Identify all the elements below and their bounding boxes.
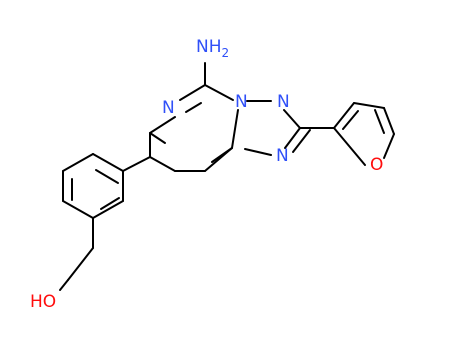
bond-line [283, 109, 301, 129]
bond-line [231, 109, 239, 149]
atom-labels: NH2 N N N N O HO [30, 37, 383, 312]
bond-line [179, 84, 206, 101]
bond-line [204, 84, 234, 101]
bond-line [333, 127, 366, 166]
hydroxyl-label: HO [30, 292, 56, 312]
bond-line [383, 133, 395, 159]
pyrimidine-n-label: N [162, 98, 175, 118]
bond-line [149, 116, 176, 134]
bond-line [383, 107, 395, 135]
bond-line [353, 102, 385, 109]
bond-line [100, 197, 120, 210]
bond-line [284, 127, 301, 149]
furan-o-label: O [370, 155, 383, 175]
triazole-bottom-n-label: N [276, 146, 289, 166]
bond-line [92, 200, 124, 219]
bond-lines [59, 62, 395, 291]
bridgehead-n-label: N [235, 92, 248, 112]
bond-line [122, 156, 151, 172]
bond-line [59, 279, 69, 291]
nh2-label: NH2 [196, 37, 229, 60]
bond-line [62, 153, 94, 172]
bond-line [95, 169, 119, 184]
bond-line [292, 129, 311, 153]
bond-line [149, 132, 166, 144]
bond-line [62, 200, 94, 219]
bond-line [333, 102, 355, 129]
bond-line [244, 148, 272, 156]
triazole-top-n-label: N [277, 92, 290, 112]
bond-line [185, 102, 202, 113]
bond-line [374, 109, 385, 134]
bond-line [149, 156, 176, 172]
bond-line [342, 110, 359, 130]
bond-line [67, 247, 94, 281]
bond-line [92, 153, 124, 172]
bond-line [211, 147, 233, 163]
